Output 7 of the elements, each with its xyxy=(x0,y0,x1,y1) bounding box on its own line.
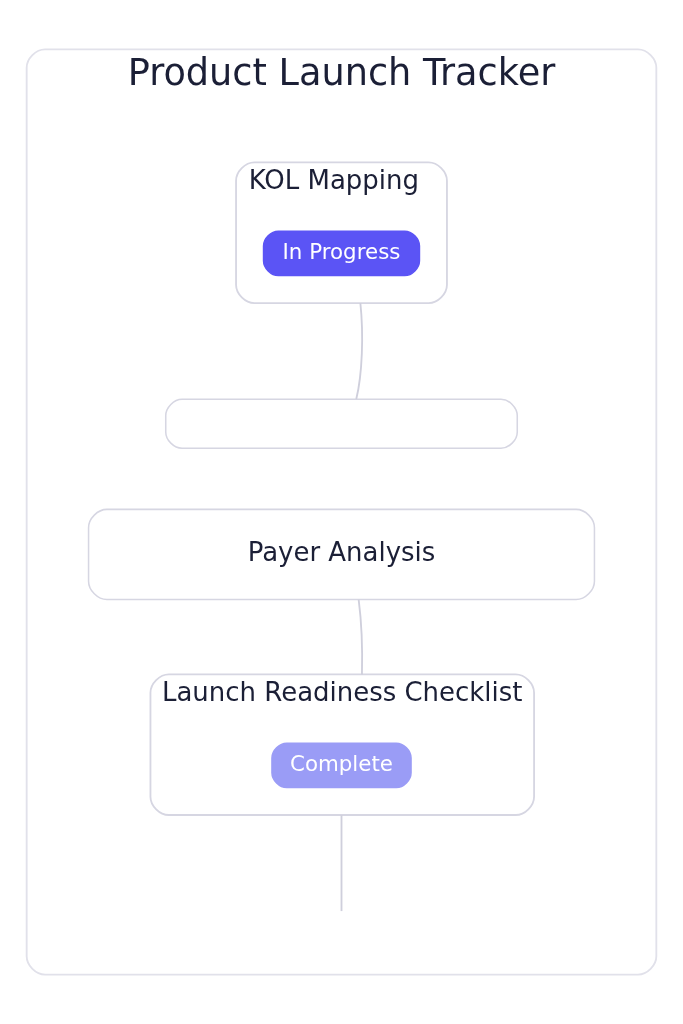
node-box: Payer Analysis xyxy=(87,508,596,601)
connector xyxy=(340,814,343,912)
connector xyxy=(357,598,364,676)
node-box xyxy=(164,398,519,449)
connector xyxy=(355,302,364,400)
node-box: In Progress xyxy=(262,230,421,277)
node-box: Complete xyxy=(271,742,412,789)
